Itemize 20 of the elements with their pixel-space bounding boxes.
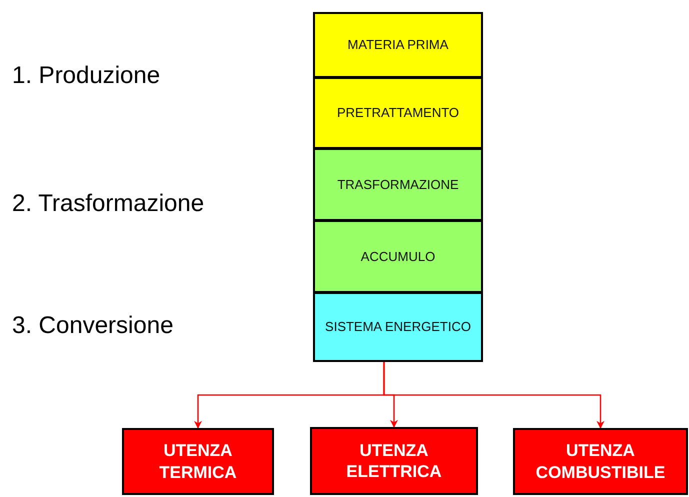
- user-box: [513, 428, 688, 495]
- process-box: [313, 12, 483, 78]
- box-label: TRASFORMAZIONE: [337, 176, 459, 192]
- box-label: MATERIA PRIMA: [348, 37, 448, 53]
- box-label: UTENZA ELETTRICA: [345, 440, 443, 482]
- stage-label: 2. Trasformazione: [12, 190, 204, 218]
- stage-label: 1. Produzione: [12, 62, 160, 90]
- arrow: [383, 362, 604, 429]
- box-label: PRETRATTAMENTO: [336, 105, 460, 121]
- process-box: [313, 77, 483, 149]
- box-label: ACCUMULO: [360, 248, 436, 264]
- box-label: UTENZA TERMICA: [158, 440, 238, 483]
- box-label: UTENZA COMBUSTIBILE: [534, 440, 666, 483]
- user-box: [310, 427, 478, 495]
- stage-label: 3. Conversione: [12, 312, 174, 340]
- process-box: [313, 148, 483, 221]
- user-box: [122, 428, 274, 495]
- process-box: [313, 220, 483, 293]
- process-box: [313, 292, 483, 362]
- box-label: SISTEMA ENERGETICO: [325, 319, 471, 335]
